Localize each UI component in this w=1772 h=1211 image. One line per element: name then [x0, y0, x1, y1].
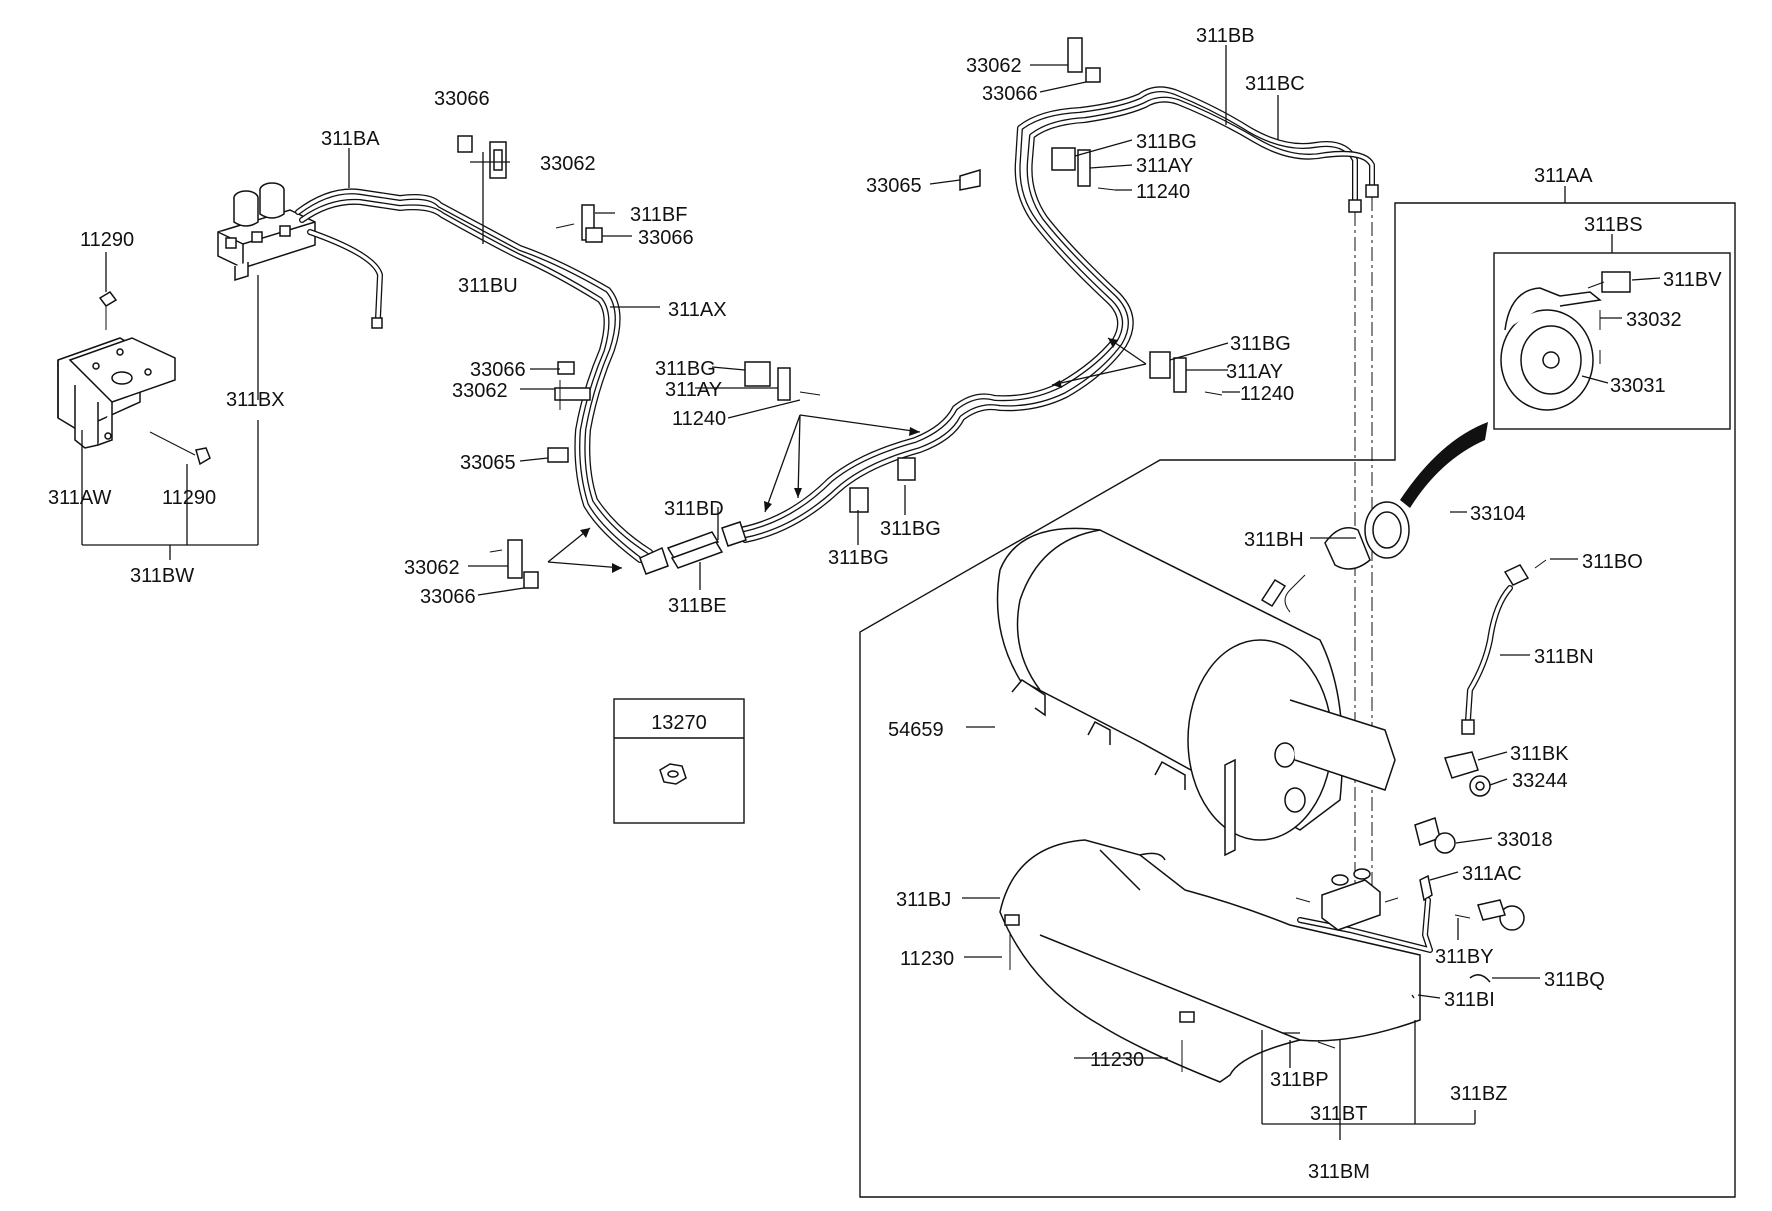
label-311BA: 311BA [321, 128, 380, 150]
label-311AY-c: 311AY [1226, 361, 1283, 383]
inset-13270-title: 13270 [651, 712, 707, 734]
label-311BG-e: 311BG [1230, 333, 1291, 355]
label-311BH: 311BH [1244, 529, 1304, 551]
label-33062-d: 33062 [966, 55, 1022, 77]
label-311BS: 311BS [1584, 214, 1643, 236]
label-33062-a: 33062 [540, 153, 596, 175]
label-311BQ: 311BQ [1544, 969, 1605, 991]
label-311BY: 311BY [1435, 946, 1494, 968]
label-11230-a: 11230 [900, 948, 954, 970]
label-11240-c: 11240 [1240, 383, 1294, 405]
callout-arrow [1400, 422, 1488, 508]
label-33018: 33018 [1497, 829, 1553, 851]
label-311BT: 311BT [1310, 1103, 1367, 1125]
label-11290-top: 11290 [80, 229, 134, 251]
label-311BD: 311BD [664, 498, 724, 520]
label-33104: 33104 [1470, 503, 1526, 525]
mounting-bracket-drawing [57, 291, 211, 466]
label-11240-b: 11240 [1136, 181, 1190, 203]
leader-lines-left [81, 252, 259, 560]
assembly-frame-311AA [859, 186, 1736, 1198]
label-33066-a: 33066 [434, 88, 490, 110]
label-311AY-b: 311AY [1136, 155, 1193, 177]
label-33244: 33244 [1512, 770, 1568, 792]
label-11230-b: 11230 [1090, 1049, 1144, 1071]
label-311AX: 311AX [668, 299, 727, 321]
label-311BO: 311BO [1582, 551, 1643, 573]
label-33032: 33032 [1626, 309, 1682, 331]
label-311BW: 311BW [130, 565, 194, 587]
label-311BB: 311BB [1196, 25, 1255, 47]
label-33031: 33031 [1610, 375, 1666, 397]
label-311BP: 311BP [1270, 1069, 1329, 1091]
part-labels: 11290 311AW 11290 311BW 311BX 311BA 311B… [48, 25, 1722, 1183]
valves-and-fittings-drawing [1295, 559, 1547, 1049]
label-311BG-d: 311BG [1136, 131, 1197, 153]
pipe-coupling-drawing [639, 521, 747, 575]
label-311AA: 311AA [1534, 165, 1593, 187]
label-33066-d: 33066 [420, 586, 476, 608]
label-311BU: 311BU [458, 275, 518, 297]
label-311BX: 311BX [226, 389, 285, 411]
label-54659: 54659 [888, 719, 944, 741]
label-33066-c: 33066 [470, 359, 526, 381]
leader-lines [348, 45, 1661, 1140]
label-311BC: 311BC [1245, 73, 1305, 95]
label-311BG-c: 311BG [880, 518, 941, 540]
label-11240-a: 11240 [672, 408, 726, 430]
brake-pipes [295, 86, 1379, 900]
label-311BJ: 311BJ [896, 889, 951, 911]
label-311BF: 311BF [630, 204, 687, 226]
label-311BI: 311BI [1444, 989, 1495, 1011]
label-11290-bottom: 11290 [162, 487, 216, 509]
label-311BG-b: 311BG [828, 547, 889, 569]
inset-13270: 13270 [613, 698, 745, 824]
pointer-arrows [547, 337, 1147, 573]
label-33066-e: 33066 [982, 83, 1038, 105]
label-311BN: 311BN [1534, 646, 1594, 668]
label-33066-b: 33066 [638, 227, 694, 249]
label-311AW: 311AW [48, 487, 111, 509]
motor-311BS-drawing [1500, 271, 1631, 411]
label-33065-a: 33065 [460, 452, 516, 474]
label-311BM: 311BM [1308, 1161, 1370, 1183]
label-33062-c: 33062 [404, 557, 460, 579]
valve-block-drawing [217, 182, 316, 282]
label-311AC: 311AC [1462, 863, 1522, 885]
clips-and-bolts [457, 37, 1223, 589]
air-tank-drawing [996, 501, 1410, 857]
tank-tray-drawing [999, 839, 1421, 1083]
label-311AY-a: 311AY [665, 379, 722, 401]
label-311BZ: 311BZ [1450, 1083, 1507, 1105]
label-311BG-a: 311BG [655, 358, 716, 380]
label-311BE: 311BE [668, 595, 727, 617]
label-33065-b: 33065 [866, 175, 922, 197]
label-311BK: 311BK [1510, 743, 1569, 765]
label-311BV: 311BV [1663, 269, 1722, 291]
label-33062-b: 33062 [452, 380, 508, 402]
